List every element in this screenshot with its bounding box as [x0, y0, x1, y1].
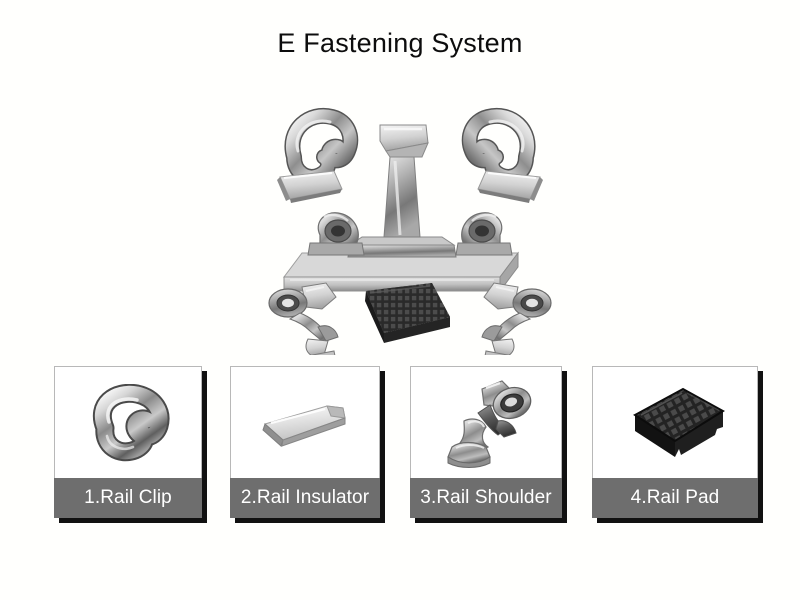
part-card-rail-shoulder[interactable]: 3.Rail Shoulder — [410, 366, 562, 518]
part-card-label-rail-shoulder: 3.Rail Shoulder — [410, 478, 562, 518]
part-card-label-rail-pad: 4.Rail Pad — [592, 478, 758, 518]
part-thumbnail-rail-clip — [55, 367, 201, 479]
assembly-rail-shoulder-right — [455, 212, 513, 256]
page-title: E Fastening System — [277, 28, 523, 58]
assembly-rail-clip-left — [284, 107, 359, 185]
part-card-rail-pad[interactable]: 4.Rail Pad — [592, 366, 758, 518]
assembly-rail-shoulder-loose-right — [481, 282, 552, 355]
rail-insulator-icon — [262, 405, 346, 447]
assembly-baseplate — [283, 251, 519, 293]
assembly-rail-shoulder-left — [307, 212, 365, 256]
part-card-rail-clip[interactable]: 1.Rail Clip — [54, 366, 202, 518]
rail-clip-icon — [92, 384, 170, 462]
part-card-rail-insulator[interactable]: 2.Rail Insulator — [230, 366, 380, 518]
part-thumbnail-rail-pad — [593, 367, 757, 479]
parts-card-row: 1.Rail Clip — [0, 366, 800, 526]
part-card-label-rail-clip: 1.Rail Clip — [54, 478, 202, 518]
assembly-rail-pad — [365, 283, 450, 343]
part-card-label-rail-insulator: 2.Rail Insulator — [230, 478, 380, 518]
assembly-rail-section — [347, 124, 457, 258]
part-thumbnail-rail-shoulder — [411, 367, 561, 479]
assembly-rail-clip-right — [461, 107, 536, 185]
assembly-rail-insulator-right — [477, 170, 543, 203]
assembly-rail-shoulder-loose-left — [268, 282, 339, 355]
rail-pad-icon — [633, 387, 725, 457]
rail-shoulder-icon — [447, 380, 532, 468]
assembly-diagram — [250, 85, 570, 355]
part-thumbnail-rail-insulator — [231, 367, 379, 479]
assembly-rail-insulator-left — [277, 170, 343, 203]
